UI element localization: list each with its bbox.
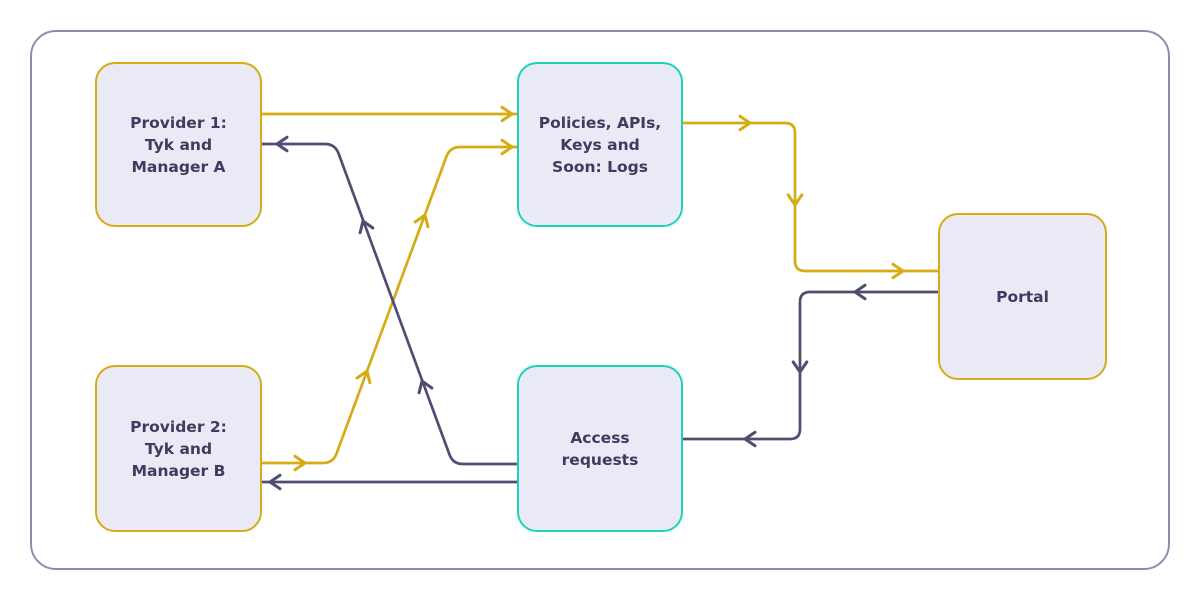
- edge-access-to-provider1: [262, 142, 517, 466]
- arrowhead-icon: [500, 105, 515, 123]
- node-portal-line1: Portal: [996, 287, 1049, 306]
- edge-provider2-to-policies: [262, 145, 517, 465]
- arrowhead-icon: [742, 430, 757, 448]
- node-provider1-line2: Tyk and: [144, 135, 213, 154]
- node-provider2-line3: Manager B: [131, 461, 226, 480]
- node-provider2: Provider 2: Tyk and Manager B: [95, 365, 262, 532]
- node-policies-line3: Soon: Logs: [552, 157, 648, 176]
- edge-policies-to-portal: [683, 121, 938, 273]
- node-provider1-label: Provider 1: Tyk and Manager A: [130, 112, 227, 178]
- node-policies-line2: Keys and: [560, 135, 640, 154]
- node-access-line2: requests: [561, 450, 639, 469]
- arrowhead-icon: [791, 360, 809, 375]
- node-access-label: Access requests: [562, 427, 639, 471]
- node-provider2-line1: Provider 2:: [130, 417, 227, 436]
- node-policies: Policies, APIs, Keys and Soon: Logs: [517, 62, 683, 227]
- arrowhead-icon: [417, 378, 434, 395]
- edge-portal-to-access: [683, 290, 938, 441]
- arrowhead-icon: [891, 262, 906, 280]
- diagram-frame: [30, 30, 1170, 570]
- node-provider1: Provider 1: Tyk and Manager A: [95, 62, 262, 227]
- arrowhead-icon: [852, 283, 867, 301]
- arrowhead-icon: [413, 212, 430, 229]
- arrowhead-icon: [500, 138, 515, 156]
- arrowhead-icon: [358, 218, 375, 235]
- node-portal-label: Portal: [996, 286, 1049, 308]
- node-provider1-line3: Manager A: [131, 157, 226, 176]
- arrowhead-icon: [786, 193, 804, 208]
- arrowhead-icon: [267, 473, 282, 491]
- node-provider1-line1: Provider 1:: [130, 113, 227, 132]
- arrowhead-icon: [274, 135, 289, 153]
- node-provider2-line2: Tyk and: [144, 439, 213, 458]
- node-provider2-label: Provider 2: Tyk and Manager B: [130, 416, 227, 482]
- arrowhead-icon: [738, 114, 753, 132]
- node-portal: Portal: [938, 213, 1107, 380]
- node-access: Access requests: [517, 365, 683, 532]
- node-policies-line1: Policies, APIs,: [538, 113, 662, 132]
- arrowhead-icon: [355, 368, 372, 385]
- node-policies-label: Policies, APIs, Keys and Soon: Logs: [539, 112, 661, 178]
- node-access-line1: Access: [570, 428, 630, 447]
- arrowhead-icon: [293, 454, 308, 472]
